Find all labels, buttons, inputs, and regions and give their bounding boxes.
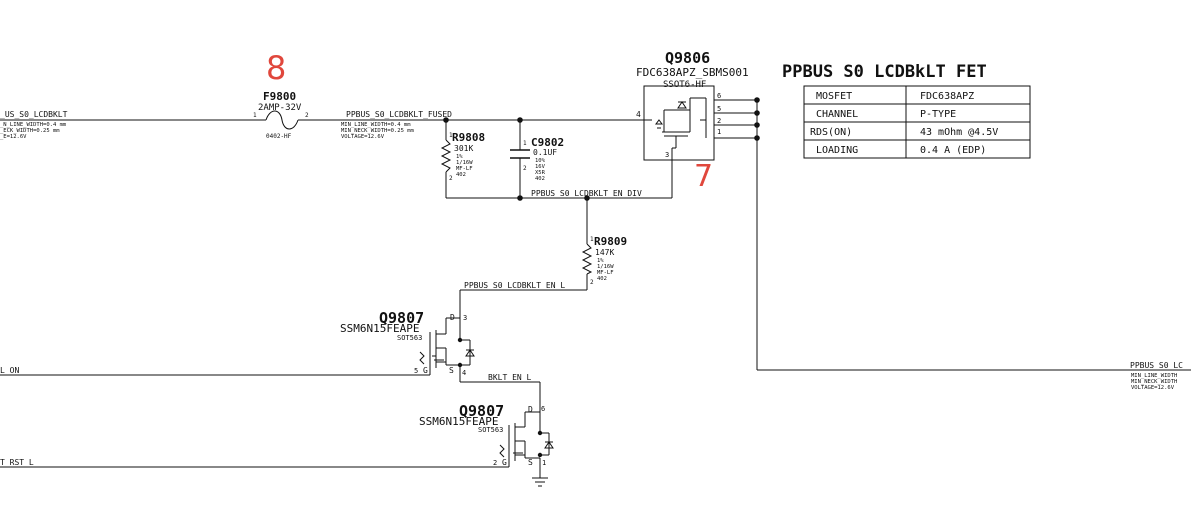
q9807b-part: SSM6N15FEAPE: [419, 415, 498, 428]
r9809-pin1: 1: [590, 236, 594, 243]
mosfet-q9806: Q9806 FDC638APZ_SBMS001 SSOT6-HF 4 6 5 2…: [636, 49, 749, 194]
q9806-pin-1: 1: [717, 128, 721, 136]
table-val-channel: P-TYPE: [920, 109, 956, 120]
mosfet-q9807-a: Q9807 SSM6N15FEAPE SOT563 D 3 G 5 S 4: [340, 309, 475, 377]
junction-dots: [443, 97, 760, 458]
r9809-value: 147K: [595, 248, 614, 257]
left-net-prop-3: _E=12.6V: [0, 134, 27, 140]
fuse-ref: F9800: [263, 90, 296, 103]
q9806-part: FDC638APZ_SBMS001: [636, 66, 749, 79]
r9809-ref: R9809: [594, 235, 627, 248]
q9807b-pin-1: 1: [542, 459, 546, 467]
q9807a-pin-4: 4: [462, 369, 466, 377]
fused-net-prop-1: MIN_LINE_WIDTH=0.4 mm: [341, 122, 411, 128]
fused-net-prop-3: VOLTAGE=12.6V: [341, 134, 385, 140]
resistor-r9809: 1 R9809 147K 1% 1/16W MF-LF 402 2: [581, 235, 627, 286]
q9806-pin-3: 3: [665, 151, 669, 159]
q9807a-pin-d: D: [450, 313, 455, 322]
c9802-spec-2: 16V: [535, 164, 546, 170]
fuse-value: 2AMP-32V: [258, 103, 302, 113]
left-net-prop-1: _N_LINE_WIDTH=0.4 mm: [0, 122, 67, 128]
q9806-ref: Q9806: [665, 49, 710, 67]
left-net-prop-2: _ECK_WIDTH=0.25 mm: [0, 128, 60, 134]
right-net-prop-3: VOLTAGE=12.6V: [1131, 385, 1175, 391]
q9807b-pin-g: G: [502, 458, 507, 467]
left-input-net: _US_S0_LCDBKLT _N_LINE_WIDTH=0.4 mm _ECK…: [0, 110, 68, 140]
right-net-label: PPBUS_S0_LC: [1130, 361, 1183, 370]
r9808-pin2: 2: [449, 175, 453, 182]
r9809-spec-4: 402: [597, 276, 607, 282]
fuse-pin2: 2: [305, 112, 309, 119]
resistor-r9808: 1 R9808 301K 1% 1/16W MF-LF 402 2: [440, 131, 485, 182]
fuse-callout-number: 8: [266, 49, 286, 87]
c9802-ref: C9802: [531, 136, 564, 149]
c9802-pin1: 1: [523, 140, 527, 147]
c9802-value: 0.1UF: [533, 148, 557, 157]
q9806-pin-6: 6: [717, 92, 721, 100]
table-val-mosfet: FDC638APZ: [920, 91, 974, 102]
q9807b-pin-s: S: [528, 458, 533, 467]
section-title: PPBUS S0 LCDBkLT FET: [782, 62, 987, 82]
wires: [0, 99, 1191, 487]
r9808-spec-2: 1/16W: [456, 160, 473, 166]
fuse-f9800: 8 F9800 2AMP-32V 1 2 0402-HF: [253, 49, 309, 140]
r9808-spec-1: 1%: [456, 154, 463, 160]
q9807a-pin-s: S: [449, 366, 454, 375]
q9806-pin-2: 2: [717, 117, 721, 125]
q9807a-part: SSM6N15FEAPE: [340, 322, 419, 335]
table-val-loading: 0.4 A (EDP): [920, 145, 986, 156]
q9807a-pin-3: 3: [463, 314, 467, 322]
q9807b-pin-d: D: [528, 405, 533, 414]
r9808-value: 301K: [454, 144, 473, 153]
c9802-pin2: 2: [523, 165, 527, 172]
fused-net-prop-2: MIN_NECK_WIDTH=0.25 mm: [341, 128, 415, 134]
fuse-package: 0402-HF: [266, 133, 292, 140]
q9806-pin-5: 5: [717, 105, 721, 113]
fused-net: PPBUS_S0_LCDBKLT_FUSED MIN_LINE_WIDTH=0.…: [341, 110, 452, 140]
fet-callout-number: 7: [694, 159, 713, 194]
capacitor-c9802: 1 C9802 0.1UF 10% 16V X5R 402 2: [510, 136, 564, 182]
right-net-prop-1: MIN_LINE_WIDTH: [1131, 373, 1177, 379]
bklt-en-l-net-label: BKLT_EN_L: [488, 373, 532, 382]
table-key-mosfet: MOSFET: [816, 91, 852, 102]
r9809-spec-1: 1%: [597, 258, 604, 264]
q9807b-ref: Q9807: [459, 402, 504, 420]
r9808-spec-3: MF-LF: [456, 166, 473, 172]
table-key-channel: CHANNEL: [816, 109, 858, 120]
c9802-spec-4: 402: [535, 176, 545, 182]
table-key-rdson: RDS(ON): [810, 127, 852, 138]
q9807a-pin-5: 5: [414, 367, 418, 375]
right-net-prop-2: MIN_NECK_WIDTH: [1131, 379, 1177, 385]
fuse-pin1: 1: [253, 112, 257, 119]
table-val-rdson: 43 mOhm @4.5V: [920, 127, 998, 138]
c9802-spec-1: 10%: [535, 158, 546, 164]
q9807b-pin-2: 2: [493, 459, 497, 467]
right-output-net: PPBUS_S0_LC MIN_LINE_WIDTH MIN_NECK_WIDT…: [1130, 361, 1183, 391]
l-on-net-label: L_ON: [0, 366, 19, 375]
mosfet-q9807-b: Q9807 SSM6N15FEAPE SOT563 D 6 G 2 S 1: [419, 402, 554, 467]
q9806-package: SSOT6-HF: [663, 80, 706, 90]
r9808-spec-4: 402: [456, 172, 466, 178]
q9807a-package: SOT563: [397, 334, 422, 342]
r9808-ref: R9808: [452, 131, 485, 144]
rst-l-net-label: T_RST_L: [0, 458, 34, 467]
q9807a-pin-g: G: [423, 366, 428, 375]
left-net-label: _US_S0_LCDBKLT: [0, 110, 68, 119]
r9808-pin1: 1: [449, 132, 453, 139]
r9809-spec-3: MF-LF: [597, 270, 614, 276]
fused-net-label: PPBUS_S0_LCDBKLT_FUSED: [346, 110, 452, 119]
q9807a-ref: Q9807: [379, 309, 424, 327]
q9807b-pin-6: 6: [541, 405, 545, 413]
r9809-pin2: 2: [590, 279, 594, 286]
q9807b-package: SOT563: [478, 426, 503, 434]
q9806-pin-gate: 4: [636, 110, 641, 119]
en-l-net-label: PPBUS_S0_LCDBKLT_EN_L: [464, 281, 565, 290]
c9802-spec-3: X5R: [535, 170, 546, 176]
table-key-loading: LOADING: [816, 145, 858, 156]
spec-table: MOSFET FDC638APZ CHANNEL P-TYPE RDS(ON) …: [803, 85, 1031, 159]
en-div-net-label: PPBUS_S0_LCDBKLT_EN_DIV: [531, 189, 642, 198]
r9809-spec-2: 1/16W: [597, 264, 614, 270]
